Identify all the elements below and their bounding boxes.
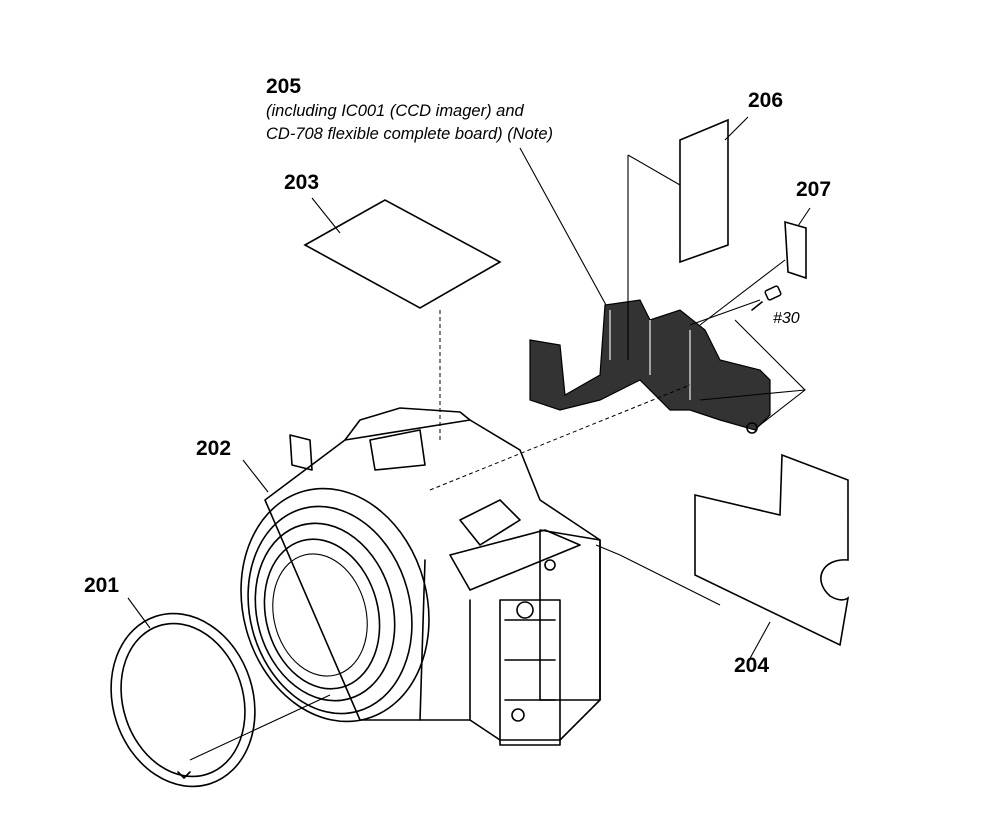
part-202-lens-block [240, 407, 601, 746]
callout-203: 203 [284, 171, 320, 194]
callout-201: 201 [84, 574, 120, 597]
leader-lines [127, 116, 811, 761]
note-205-line2: CD-708 flexible complete board) (Note) [266, 125, 554, 143]
part-207-pad [784, 220, 807, 280]
callout-207: 207 [796, 178, 832, 201]
callout-202: 202 [196, 437, 232, 460]
part-203-sheet [303, 199, 502, 309]
part-206-filter [679, 118, 729, 264]
note-205-line1: (including IC001 (CCD imager) and [266, 102, 524, 120]
callout-screw-30: #30 [773, 310, 800, 327]
optical-axis-dashed [429, 384, 691, 491]
callout-206: 206 [748, 89, 784, 112]
part-201-ring [110, 612, 256, 788]
part-204-sheet [694, 453, 850, 647]
callout-205: 205 [266, 75, 302, 98]
screw-30 [751, 285, 782, 311]
part-205-ccd-assembly [529, 299, 771, 434]
callout-204: 204 [734, 654, 770, 677]
